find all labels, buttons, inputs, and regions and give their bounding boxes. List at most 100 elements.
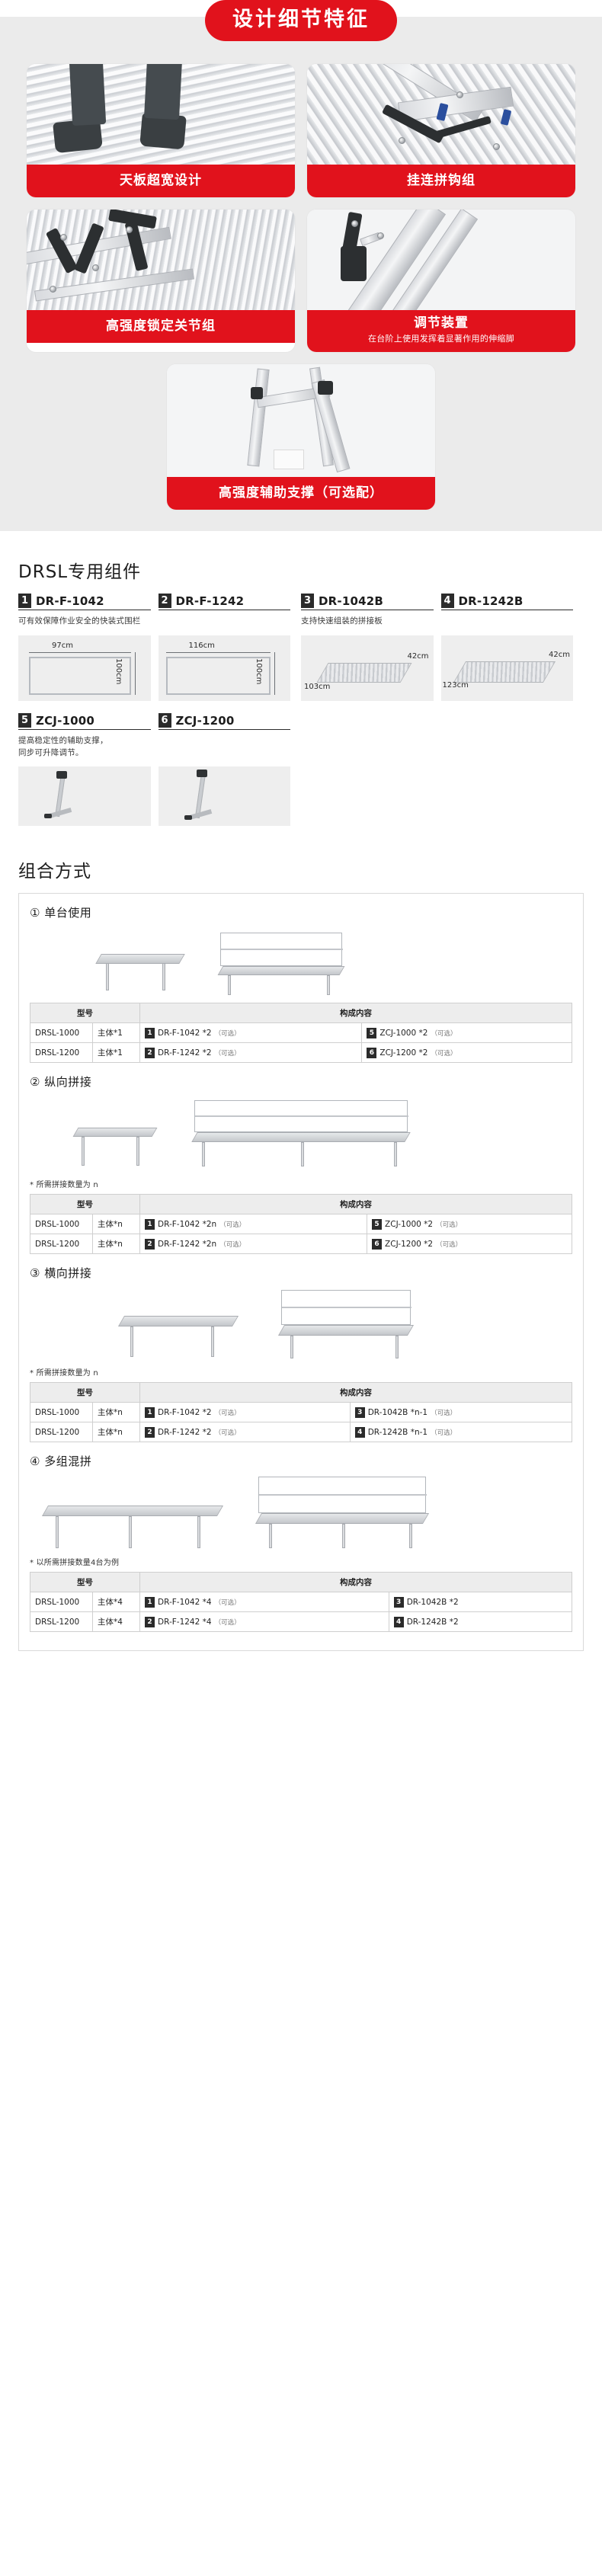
table-1-header-content: 构成内容 — [139, 1003, 572, 1024]
adjuster-leg-photo — [307, 210, 575, 311]
component-header-2[interactable]: 2 DR-F-1242 — [158, 594, 290, 611]
feature-card-1-title: 天板超宽设计 — [120, 172, 202, 188]
feature-card-2-title: 挂连拼钩组 — [407, 172, 476, 188]
combination-block-4-title: ④ 多组混拼 — [30, 1454, 92, 1469]
components-spacer — [301, 713, 584, 827]
dim-height-2: 100cm — [254, 658, 263, 685]
center-feature-card-row: 高强度辅助支撑（可选配） — [0, 363, 602, 510]
part-optional: （可选） — [214, 1409, 241, 1417]
part-badge: 1 — [145, 1027, 155, 1038]
feature-card-grid: 天板超宽设计 — [0, 63, 602, 352]
part-optional: （可选） — [214, 1429, 241, 1437]
feature-card-4-title: 调节装置 — [414, 315, 469, 331]
components-row-bottom: 5 ZCJ-1000 6 ZCJ-1200 提高稳定性的辅助支撑， 同步可升降调… — [18, 712, 584, 827]
dim-depth-3: 42cm — [407, 651, 429, 661]
combination-box: ① 单台使用 — [18, 893, 584, 1652]
part-optional: （可选） — [431, 1409, 457, 1417]
component-image-DR-F-1042: 97cm 100cm — [18, 635, 151, 701]
component-header-5[interactable]: 5 ZCJ-1000 — [18, 712, 151, 730]
part-text: ZCJ-1200 *2 — [379, 1048, 428, 1058]
component-group-3-desc: 提高稳定性的辅助支撑， 同步可升降调节。 — [18, 735, 108, 757]
locking-joint-photo — [27, 210, 295, 311]
combination-block-2-illustration — [30, 1094, 572, 1173]
feature-card-1[interactable]: 天板超宽设计 — [27, 63, 295, 198]
feature-card-4-caption: 调节装置 在台阶上使用发挥着显著作用的伸缩脚 — [307, 310, 575, 352]
dim-depth-4: 42cm — [549, 650, 570, 659]
part-badge: 2 — [145, 1616, 155, 1627]
part-optional: （可选） — [214, 1029, 241, 1038]
feature-card-3[interactable]: 高强度锁定关节组 — [27, 210, 295, 352]
combination-section: 组合方式 ① 单台使用 — [0, 834, 602, 1682]
component-header-3[interactable]: 3 DR-1042B — [301, 594, 434, 611]
combination-block-4: ④ 多组混拼 — [30, 1453, 573, 1633]
component-code-4: DR-1242B — [458, 594, 524, 609]
component-group-2-desc: 支持快速组装的拼接板 — [301, 616, 383, 626]
part-optional: （可选） — [431, 1049, 457, 1058]
combination-block-2-note: * 所需拼接数量为 n — [30, 1181, 98, 1190]
part-text: DR-1242B *n-1 — [367, 1427, 428, 1437]
component-group-supports: 5 ZCJ-1000 6 ZCJ-1200 提高稳定性的辅助支撑， 同步可升降调… — [18, 712, 301, 827]
feature-card-5[interactable]: 高强度辅助支撑（可选配） — [167, 363, 435, 510]
part-badge: 1 — [145, 1218, 155, 1230]
component-group-boards: 3 DR-1042B 4 DR-1242B 支持快速组装的拼接板 — [301, 594, 584, 701]
part-badge: 3 — [354, 1406, 365, 1418]
table-1-header-model: 型号 — [30, 1003, 140, 1024]
part-optional: （可选） — [214, 1618, 241, 1627]
part-text: ZCJ-1000 *2 — [385, 1219, 434, 1229]
part-text: DR-F-1242 *2n — [158, 1239, 217, 1249]
component-image-DR-F-1242: 116cm 100cm — [158, 635, 290, 701]
combination-block-2-title: ② 纵向拼接 — [30, 1075, 92, 1090]
component-code-1: DR-F-1042 — [36, 594, 104, 609]
part-text: DR-1042B *2 — [406, 1597, 459, 1607]
component-header-4[interactable]: 4 DR-1242B — [440, 594, 573, 611]
part-optional: （可选） — [219, 1221, 246, 1229]
table-3-header-model: 型号 — [30, 1382, 140, 1403]
feature-card-4-subtitle: 在台阶上使用发挥着显著作用的伸缩脚 — [367, 334, 515, 344]
combination-heading: 组合方式 — [18, 862, 91, 882]
component-group-1-images: 97cm 100cm 116cm 100cm — [18, 635, 290, 701]
dim-width-2: 116cm — [188, 641, 215, 650]
component-number-badge-2: 2 — [158, 594, 171, 609]
design-features-section: 设计细节特征 天板超宽设计 — [0, 0, 602, 532]
part-badge: 1 — [145, 1596, 155, 1608]
feature-card-5-title: 高强度辅助支撑（可选配） — [219, 485, 383, 501]
combination-block-1-title: ① 单台使用 — [30, 906, 92, 920]
combination-block-1: ① 单台使用 — [30, 904, 572, 1064]
component-header-6[interactable]: 6 ZCJ-1200 — [158, 712, 290, 730]
component-image-DR-1042B: 103cm 42cm — [301, 635, 434, 701]
part-badge: 6 — [367, 1047, 377, 1058]
dim-width-1: 97cm — [52, 641, 73, 650]
table-3-header-content: 构成内容 — [139, 1382, 572, 1403]
combination-block-2: ② 纵向拼接 — [30, 1074, 572, 1255]
part-text: ZCJ-1200 *2 — [385, 1239, 434, 1249]
feature-card-1-caption: 天板超宽设计 — [27, 164, 295, 198]
part-text: DR-F-1242 *2 — [158, 1048, 212, 1058]
part-optional: （可选） — [436, 1240, 463, 1249]
component-group-railings: 1 DR-F-1042 2 DR-F-1242 可有效保障作业安全的快装式围栏 — [18, 594, 301, 701]
combination-block-3-title: ③ 横向拼接 — [30, 1266, 92, 1281]
part-optional: （可选） — [214, 1049, 241, 1058]
combination-block-4-illustration — [30, 1474, 572, 1551]
component-header-1[interactable]: 1 DR-F-1042 — [18, 594, 151, 611]
component-group-3-images — [18, 766, 290, 827]
part-optional: （可选） — [219, 1240, 246, 1249]
combination-block-4-note: * 以所需拼接数量4台为例 — [30, 1559, 120, 1568]
part-badge: 2 — [145, 1047, 155, 1058]
table-2-header-content: 构成内容 — [139, 1194, 572, 1215]
feature-card-3-caption: 高强度锁定关节组 — [27, 310, 295, 344]
feature-card-2[interactable]: 挂连拼钩组 — [307, 63, 575, 198]
dim-width-3: 103cm — [304, 682, 331, 691]
table-4-header-content: 构成内容 — [139, 1572, 572, 1593]
table-2-header-model: 型号 — [30, 1194, 140, 1215]
component-number-badge-5: 5 — [18, 712, 31, 728]
hook-assembly-photo — [307, 63, 575, 165]
part-optional: （可选） — [431, 1029, 457, 1038]
feature-card-4[interactable]: 调节装置 在台阶上使用发挥着显著作用的伸缩脚 — [307, 210, 575, 352]
boots-on-platform-photo — [27, 63, 295, 165]
